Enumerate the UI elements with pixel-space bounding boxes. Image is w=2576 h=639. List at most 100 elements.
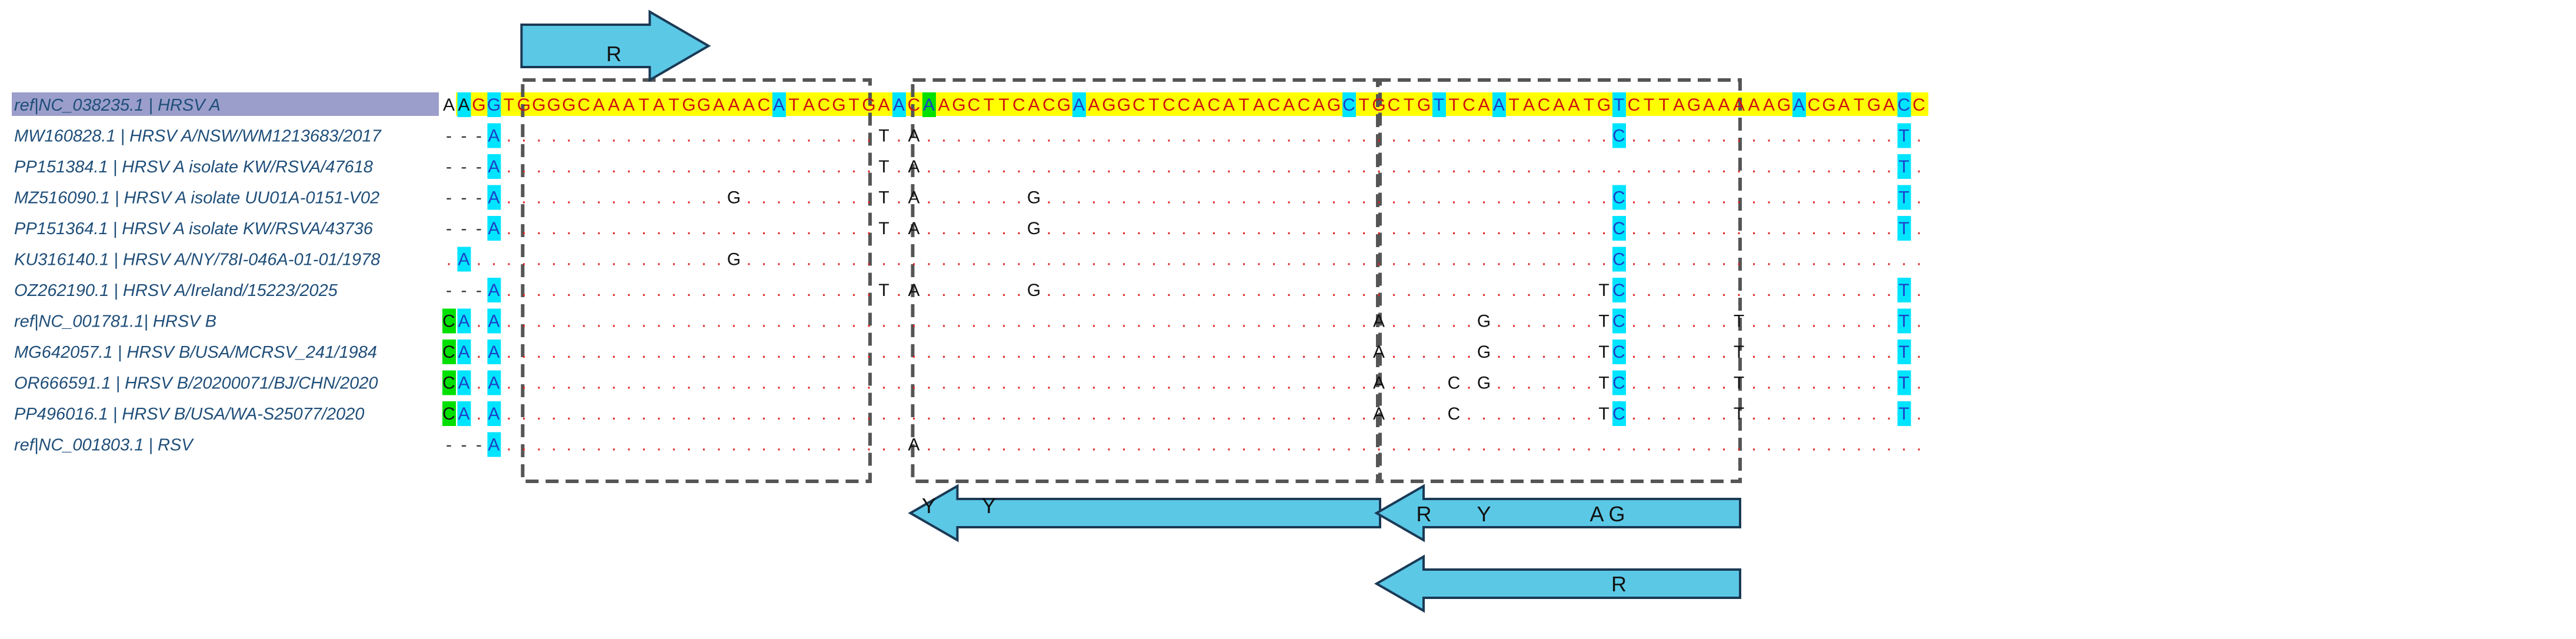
gap-mark: - bbox=[476, 157, 482, 177]
match-dot: . bbox=[1391, 281, 1396, 300]
reverse-primer-arrow-3 bbox=[1374, 554, 1741, 613]
variant-base: T bbox=[1898, 374, 1909, 393]
match-dot: . bbox=[1017, 404, 1021, 424]
match-dot: . bbox=[1527, 157, 1531, 177]
match-dot: . bbox=[1571, 435, 1576, 455]
match-dot: . bbox=[1511, 127, 1516, 146]
reference-base: T bbox=[788, 95, 799, 115]
match-dot: . bbox=[1871, 157, 1876, 177]
match-dot: . bbox=[941, 250, 946, 269]
variant-base: T bbox=[878, 219, 889, 238]
match-dot: . bbox=[1647, 404, 1651, 424]
match-dot: . bbox=[1211, 435, 1216, 455]
match-dot: . bbox=[731, 157, 736, 177]
match-dot: . bbox=[1137, 312, 1141, 331]
reference-base: T bbox=[1404, 95, 1414, 115]
match-dot: . bbox=[1001, 127, 1006, 146]
match-dot: . bbox=[1437, 374, 1441, 393]
match-dot: . bbox=[1631, 342, 1636, 362]
match-dot: . bbox=[1001, 219, 1006, 238]
match-dot: . bbox=[1751, 342, 1756, 362]
match-dot: . bbox=[1691, 188, 1696, 208]
match-dot: . bbox=[1511, 250, 1516, 269]
match-dot: . bbox=[1227, 157, 1231, 177]
match-dot: . bbox=[1587, 157, 1591, 177]
reference-base: A bbox=[1478, 95, 1489, 115]
match-dot: . bbox=[1541, 374, 1546, 393]
match-dot: . bbox=[596, 342, 601, 362]
match-dot: . bbox=[1197, 404, 1201, 424]
reference-base: G bbox=[1417, 95, 1431, 115]
match-dot: . bbox=[747, 219, 751, 238]
match-dot: . bbox=[1781, 342, 1786, 362]
match-dot: . bbox=[1017, 374, 1021, 393]
match-dot: . bbox=[641, 342, 646, 362]
match-dot: . bbox=[1197, 250, 1201, 269]
variant-base: A bbox=[458, 312, 469, 331]
match-dot: . bbox=[1857, 219, 1861, 238]
match-dot: . bbox=[1437, 127, 1441, 146]
variant-base: C bbox=[1612, 312, 1625, 331]
reference-base: C bbox=[1898, 95, 1911, 115]
match-dot: . bbox=[521, 312, 526, 331]
match-dot: . bbox=[1301, 435, 1306, 455]
match-dot: . bbox=[957, 312, 961, 331]
match-dot: . bbox=[671, 435, 676, 455]
match-dot: . bbox=[1437, 281, 1441, 300]
match-dot: . bbox=[821, 374, 826, 393]
match-dot: . bbox=[1047, 157, 1051, 177]
variant-base: G bbox=[727, 250, 741, 269]
match-dot: . bbox=[1661, 188, 1666, 208]
variant-base: G bbox=[1477, 374, 1491, 393]
match-dot: . bbox=[687, 127, 691, 146]
b-group-highlight bbox=[442, 340, 456, 364]
match-dot: . bbox=[927, 188, 931, 208]
match-dot: . bbox=[1827, 312, 1831, 331]
variant-base: C bbox=[442, 404, 455, 424]
match-dot: . bbox=[1797, 250, 1801, 269]
match-dot: . bbox=[701, 157, 706, 177]
match-dot: . bbox=[1557, 219, 1561, 238]
match-dot: . bbox=[1407, 219, 1411, 238]
match-dot: . bbox=[1707, 127, 1711, 146]
match-dot: . bbox=[566, 404, 571, 424]
match-dot: . bbox=[1797, 281, 1801, 300]
match-dot: . bbox=[1151, 435, 1156, 455]
match-dot: . bbox=[1541, 188, 1546, 208]
match-dot: . bbox=[1557, 404, 1561, 424]
match-dot: . bbox=[807, 312, 811, 331]
match-dot: . bbox=[611, 157, 616, 177]
match-dot: . bbox=[701, 435, 706, 455]
match-dot: . bbox=[1737, 157, 1741, 177]
match-dot: . bbox=[1061, 404, 1066, 424]
match-dot: . bbox=[1917, 188, 1921, 208]
match-dot: . bbox=[1481, 219, 1486, 238]
match-dot: . bbox=[1781, 188, 1786, 208]
column-highlight bbox=[1072, 92, 1086, 117]
match-dot: . bbox=[521, 157, 526, 177]
match-dot: . bbox=[1107, 435, 1111, 455]
variant-base: T bbox=[1898, 312, 1909, 331]
match-dot: . bbox=[506, 281, 511, 300]
match-dot: . bbox=[1211, 188, 1216, 208]
match-dot: . bbox=[1107, 127, 1111, 146]
match-dot: . bbox=[1077, 250, 1081, 269]
match-dot: . bbox=[1751, 374, 1756, 393]
match-dot: . bbox=[1451, 219, 1456, 238]
match-dot: . bbox=[1361, 342, 1366, 362]
match-dot: . bbox=[626, 342, 631, 362]
match-dot: . bbox=[1601, 127, 1606, 146]
match-dot: . bbox=[837, 374, 841, 393]
match-dot: . bbox=[851, 404, 856, 424]
column-highlight bbox=[487, 308, 501, 334]
match-dot: . bbox=[837, 188, 841, 208]
match-dot: . bbox=[1527, 281, 1531, 300]
match-dot: . bbox=[1151, 157, 1156, 177]
reference-base: C bbox=[1162, 95, 1175, 115]
match-dot: . bbox=[1091, 157, 1096, 177]
reference-base: A bbox=[1073, 95, 1085, 115]
match-dot: . bbox=[1451, 250, 1456, 269]
match-dot: . bbox=[1767, 127, 1771, 146]
